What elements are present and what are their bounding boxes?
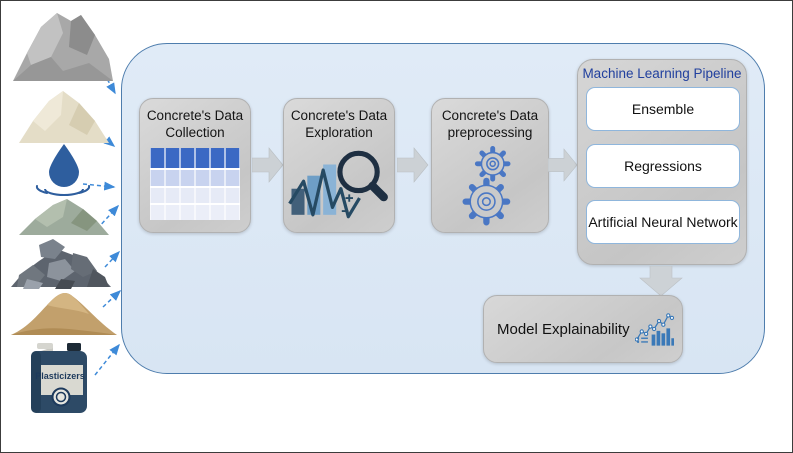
stage-label: Concrete's Data preprocessing bbox=[432, 107, 548, 142]
model-label: Artificial Neural Network bbox=[588, 214, 738, 230]
flow-arrow-2 bbox=[397, 147, 429, 183]
stage-label: Concrete's Data Exploration bbox=[284, 107, 394, 142]
stage2-line1: Concrete's Data bbox=[290, 108, 388, 123]
slag-powder-icon bbox=[19, 199, 109, 235]
stage2-line2: Exploration bbox=[305, 125, 373, 141]
flow-arrow-1 bbox=[252, 147, 284, 183]
arrow-slag bbox=[96, 204, 120, 230]
stage1-line2: Collection bbox=[165, 125, 225, 141]
arrow-sand bbox=[102, 289, 122, 308]
plasticizers-jug-icon: Plasticizers bbox=[31, 343, 87, 413]
stage-data-preprocessing: Concrete's Data preprocessing bbox=[431, 98, 549, 233]
model-label: Regressions bbox=[624, 158, 702, 174]
ml-pipeline-panel: Machine Learning Pipeline Ensemble Regre… bbox=[577, 59, 747, 265]
cement-powder-icon bbox=[13, 13, 113, 81]
analytics-icon bbox=[634, 313, 674, 346]
stage1-line1: Concrete's Data bbox=[146, 108, 244, 123]
ml-pipeline-title: Machine Learning Pipeline bbox=[582, 66, 742, 81]
water-drop-icon bbox=[35, 144, 91, 196]
data-table-icon bbox=[150, 147, 240, 220]
arrow-fly-ash bbox=[92, 128, 116, 147]
flow-arrow-3 bbox=[548, 148, 578, 182]
model-explainability-box: Model Explainability bbox=[483, 295, 683, 363]
arrow-water bbox=[82, 181, 116, 191]
gears-icon bbox=[462, 145, 511, 225]
chart-magnifier-icon bbox=[288, 150, 388, 218]
coarse-aggregate-icon bbox=[11, 239, 111, 289]
sand-icon bbox=[11, 293, 117, 335]
flow-arrow-down bbox=[639, 266, 683, 296]
stage-label: Concrete's Data Collection bbox=[140, 107, 250, 142]
stage3-line1: Concrete's Data bbox=[441, 108, 539, 123]
stage-data-collection: Concrete's Data Collection bbox=[139, 98, 251, 233]
model-explainability-label: Model Explainability bbox=[497, 320, 630, 338]
model-box-regressions: Regressions bbox=[586, 144, 740, 188]
arrow-aggregate bbox=[104, 250, 121, 268]
model-box-ensemble: Ensemble bbox=[586, 87, 740, 131]
stage-data-exploration: Concrete's Data Exploration bbox=[283, 98, 395, 233]
arrow-cement bbox=[96, 60, 116, 95]
model-label: Ensemble bbox=[631, 101, 695, 117]
jug-label: Plasticizers bbox=[35, 371, 85, 381]
arrow-plasticizers bbox=[94, 343, 120, 376]
fly-ash-powder-icon bbox=[19, 91, 109, 143]
stage3-line2: preprocessing bbox=[447, 125, 533, 141]
model-box-ann: Artificial Neural Network bbox=[586, 200, 740, 244]
